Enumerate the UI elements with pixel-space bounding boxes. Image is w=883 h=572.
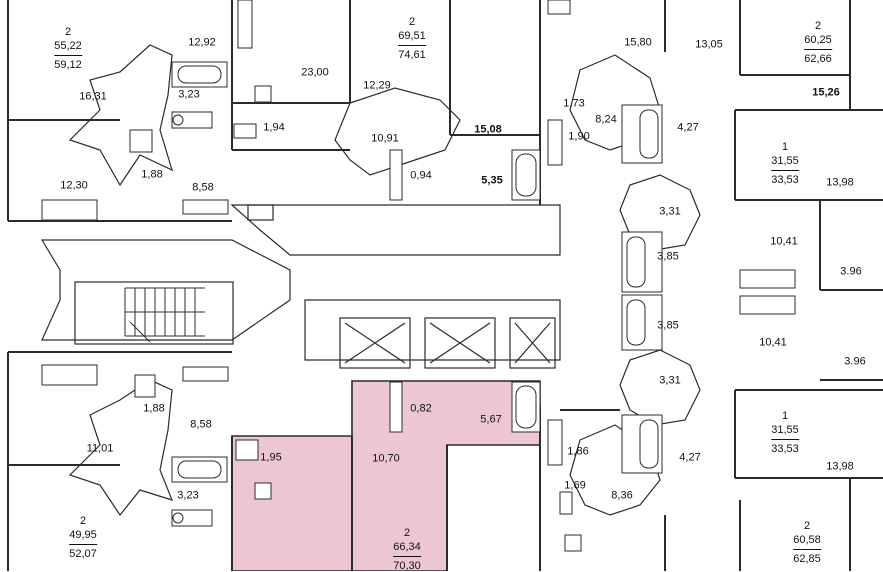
apartment-total-area: 62,66 xyxy=(804,53,832,65)
room-area: 3.96 xyxy=(840,265,862,278)
room-area: 3,85 xyxy=(657,250,679,263)
room-area: 11,01 xyxy=(86,442,114,455)
room-area: 3,31 xyxy=(659,374,681,387)
room-area: 13,98 xyxy=(826,460,854,473)
room-area: 3,23 xyxy=(177,489,199,502)
room-area: 5,67 xyxy=(480,413,502,426)
apartment-label: 2 69,51 74,61 xyxy=(398,17,426,61)
apartment-total-area: 70,30 xyxy=(393,560,421,572)
room-area: 13,98 xyxy=(826,176,854,189)
apartment-total-area: 74,61 xyxy=(398,49,426,61)
room-area: 3,23 xyxy=(178,88,200,101)
apartment-total-area: 62,85 xyxy=(793,553,821,565)
apartment-rooms: 1 xyxy=(781,410,789,422)
apartment-label: 2 49,95 52,07 xyxy=(69,516,97,560)
apartment-area: 49,95 xyxy=(69,530,97,545)
apartment-label: 1 31,55 33,53 xyxy=(771,142,799,186)
apartment-area: 31,55 xyxy=(771,425,799,440)
room-area: 3,31 xyxy=(659,205,681,218)
room-area: 12,30 xyxy=(60,179,88,192)
room-area: 4,27 xyxy=(679,451,701,464)
room-area: 16,31 xyxy=(79,90,107,103)
apartment-label-selected: 2 66,34 70,30 xyxy=(393,528,421,572)
room-area: 1,95 xyxy=(260,451,282,464)
room-area: 1,69 xyxy=(564,479,586,492)
apartment-rooms: 2 xyxy=(79,515,87,527)
room-area: 10,70 xyxy=(372,452,400,465)
room-area: 1,86 xyxy=(567,445,589,458)
room-area: 4,27 xyxy=(677,121,699,134)
room-area: 10,41 xyxy=(770,235,798,248)
room-area: 8,58 xyxy=(192,181,214,194)
room-area: 15,08 xyxy=(474,123,502,136)
room-area: 5,35 xyxy=(481,174,503,187)
room-area: 3.96 xyxy=(844,355,866,368)
corridor-shapes xyxy=(68,44,701,517)
walls xyxy=(7,0,883,571)
apartment-rooms: 2 xyxy=(64,26,72,38)
apartment-rooms: 2 xyxy=(403,527,411,539)
apartment-total-area: 33,53 xyxy=(771,443,799,455)
apartment-area: 31,55 xyxy=(771,156,799,171)
apartment-label: 2 60,58 62,85 xyxy=(793,521,821,565)
room-area: 0,94 xyxy=(410,169,432,182)
stair-core xyxy=(40,204,561,369)
room-area: 10,41 xyxy=(759,336,787,349)
room-area: 15,26 xyxy=(812,86,840,99)
room-area: 8,58 xyxy=(190,418,212,431)
bath-fixtures xyxy=(41,0,796,552)
apartment-total-area: 52,07 xyxy=(69,548,97,560)
room-area: 1,90 xyxy=(568,130,590,143)
room-area: 23,00 xyxy=(301,66,329,79)
room-area: 8,36 xyxy=(611,489,633,502)
apartment-rooms: 1 xyxy=(781,141,789,153)
apartment-total-area: 59,12 xyxy=(54,59,82,71)
room-area: 1,94 xyxy=(263,121,285,134)
room-area: 1,88 xyxy=(141,168,163,181)
room-area: 3,85 xyxy=(657,319,679,332)
room-area: 1,73 xyxy=(563,97,585,110)
room-area: 12,92 xyxy=(188,36,216,49)
apartment-total-area: 33,53 xyxy=(771,174,799,186)
room-area: 0,82 xyxy=(410,402,432,415)
apartment-area: 60,25 xyxy=(804,35,832,50)
room-area: 12,29 xyxy=(363,79,391,92)
apartment-area: 60,58 xyxy=(793,535,821,550)
apartment-rooms: 2 xyxy=(803,520,811,532)
apartment-area: 66,34 xyxy=(393,542,421,557)
room-area: 10,91 xyxy=(371,132,399,145)
apartment-label: 2 55,22 59,12 xyxy=(54,27,82,71)
selected-apartment-fill xyxy=(231,380,541,571)
apartment-label: 1 31,55 33,53 xyxy=(771,411,799,455)
room-area: 8,24 xyxy=(595,113,617,126)
apartment-rooms: 2 xyxy=(814,20,822,32)
apartment-area: 69,51 xyxy=(398,31,426,46)
apartment-label: 2 60,25 62,66 xyxy=(804,21,832,65)
room-area: 15,80 xyxy=(624,36,652,49)
apartment-rooms: 2 xyxy=(408,16,416,28)
room-area: 1,88 xyxy=(143,402,165,415)
apartment-area: 55,22 xyxy=(54,41,82,56)
room-area: 13,05 xyxy=(695,38,723,51)
